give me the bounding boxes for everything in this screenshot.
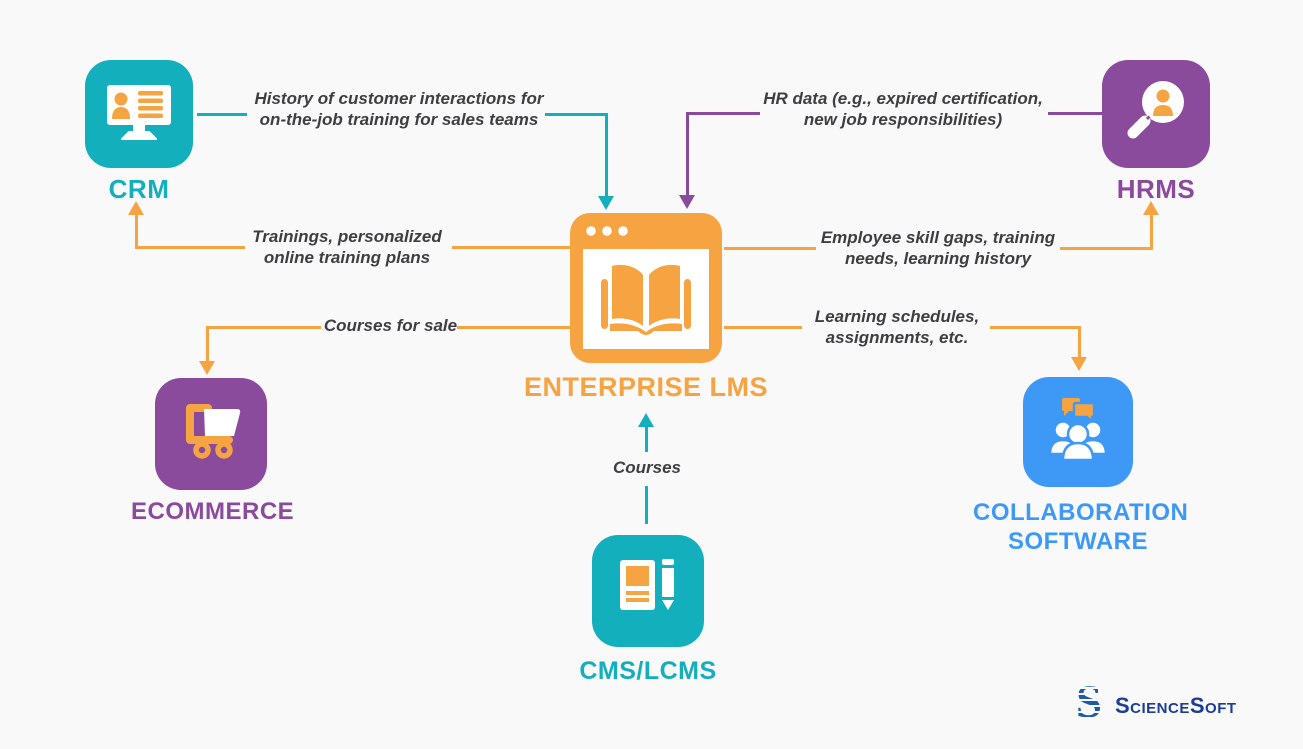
sciencesoft-logo: S ScienceSoft [1072, 676, 1237, 728]
svg-text:S: S [1076, 683, 1102, 723]
ecommerce-node-tile [155, 378, 267, 490]
collaboration-node-label: COLLABORATION SOFTWARE [973, 499, 1189, 556]
flow-crm-to-lms-line [605, 113, 608, 197]
flow-lms-to-crm-line [452, 246, 570, 249]
flow-lms-to-hrms-line [1060, 247, 1153, 250]
flow-cms-to-lms-label: Courses [612, 458, 682, 477]
flow-lms-to-ecommerce-label: Courses for sale [323, 316, 458, 335]
browser-open-book-icon [570, 213, 722, 367]
shopping-cart-icon [171, 392, 251, 477]
sciencesoft-logo-text: ScienceSoft [1115, 692, 1237, 718]
hrms-node-tile [1102, 60, 1210, 168]
flow-lms-to-collaboration-line [990, 326, 1081, 329]
flow-hrms-to-lms-arrowhead [679, 195, 695, 209]
lms-node-tile [570, 213, 722, 368]
flow-hrms-to-lms-line [686, 112, 760, 115]
hr-search-person-icon [1116, 72, 1196, 157]
flow-lms-to-collaboration-arrowhead [1071, 357, 1087, 371]
flow-hrms-to-lms-label: HR data (e.g., expired certification, ne… [763, 89, 1043, 129]
flow-lms-to-ecommerce-line [206, 326, 209, 362]
flow-lms-to-collaboration-line [724, 326, 802, 329]
ecommerce-node-label: ECOMMERCE [131, 498, 295, 525]
flow-hrms-to-lms-line [686, 112, 689, 195]
crm-node-tile [85, 60, 193, 168]
flow-lms-to-hrms-line [1150, 214, 1153, 250]
flow-cms-to-lms-line [645, 486, 648, 524]
flow-lms-to-ecommerce-line [457, 326, 570, 329]
flow-cms-to-lms-line [645, 426, 648, 452]
flow-lms-to-hrms-label: Employee skill gaps, training needs, lea… [820, 228, 1056, 268]
lms-node-label: ENTERPRISE LMS [523, 372, 769, 402]
sciencesoft-logo-mark-icon: S [1072, 676, 1106, 728]
flow-lms-to-collaboration-label: Learning schedules, assignments, etc. [814, 307, 980, 347]
flow-lms-to-crm-arrowhead [128, 201, 144, 215]
flow-crm-to-lms-line [197, 113, 247, 116]
flow-lms-to-crm-line [135, 214, 138, 249]
flow-crm-to-lms-line [545, 113, 608, 116]
crm-monitor-icon [99, 72, 179, 157]
cms-node-tile [592, 535, 704, 647]
flow-crm-to-lms-label: History of customer interactions for on-… [254, 89, 544, 129]
flow-lms-to-ecommerce-arrowhead [199, 361, 215, 375]
hrms-node-label: HRMS [1116, 174, 1196, 204]
crm-node-label: CRM [108, 174, 170, 204]
flow-lms-to-ecommerce-line [206, 326, 321, 329]
flow-lms-to-collaboration-line [1078, 326, 1081, 358]
flow-lms-to-hrms-line [724, 247, 816, 250]
flow-lms-to-crm-line [135, 246, 245, 249]
cms-node-label: CMS/LCMS [579, 657, 717, 685]
flow-lms-to-hrms-arrowhead [1143, 201, 1159, 215]
people-chat-icon [1038, 390, 1118, 475]
flow-crm-to-lms-arrowhead [598, 196, 614, 210]
document-pencil-icon [608, 549, 688, 634]
collaboration-node-tile [1023, 377, 1133, 487]
flow-hrms-to-lms-line [1048, 112, 1102, 115]
flow-lms-to-crm-label: Trainings, personalized online training … [252, 227, 442, 267]
flow-cms-to-lms-arrowhead [638, 413, 654, 427]
